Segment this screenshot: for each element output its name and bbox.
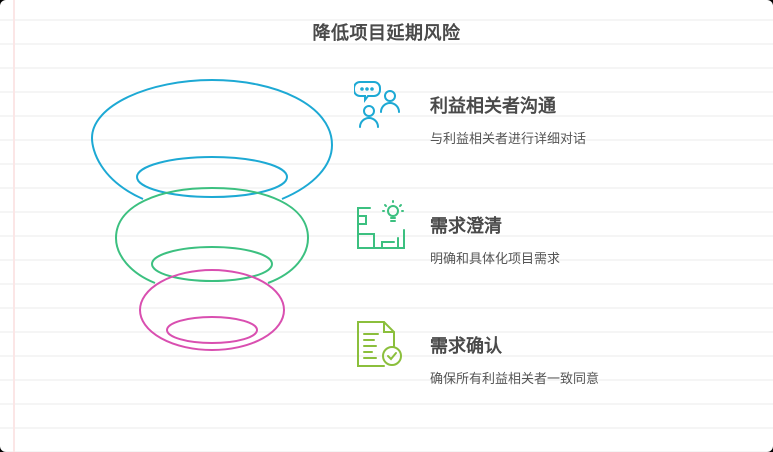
step-requirement-clarification: 需求澄清 明确和具体化项目需求: [354, 198, 754, 278]
people-chat-icon: [354, 81, 400, 128]
funnel-stage-communication: [90, 78, 334, 200]
step-heading: 需求澄清: [430, 216, 502, 237]
step-description: 与利益相关者进行详细对话: [430, 132, 587, 147]
funnel-stage-confirmation: [139, 269, 285, 351]
step-heading: 利益相关者沟通: [430, 96, 556, 117]
funnel-stage-clarification: [114, 186, 310, 284]
step-description: 明确和具体化项目需求: [430, 252, 561, 267]
diagram-title: 降低项目延期风险: [312, 23, 461, 44]
step-description: 确保所有利益相关者一致同意: [430, 372, 600, 387]
document-check-icon: [357, 321, 402, 367]
step-stakeholder-communication: 利益相关者沟通 与利益相关者进行详细对话: [354, 78, 754, 158]
step-requirement-confirmation: 需求确认 确保所有利益相关者一致同意: [354, 318, 754, 398]
step-heading: 需求确认: [430, 336, 502, 357]
blueprint-lightbulb-icon: [357, 200, 405, 249]
